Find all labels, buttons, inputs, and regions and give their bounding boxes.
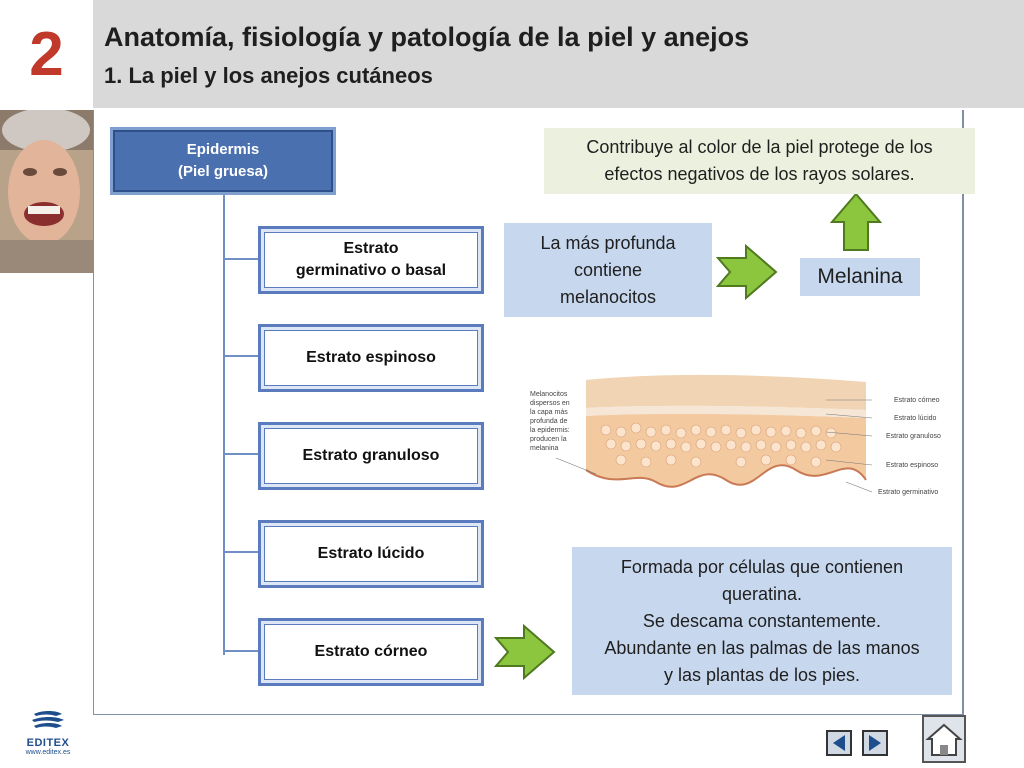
melanina-note-box: Contribuye al color de la piel protege d…	[544, 128, 975, 194]
corneo-note-text: queratina.	[721, 583, 803, 604]
stratum-label: Estrato granuloso	[302, 447, 440, 464]
corneo-note-box: Formada por células que contienen querat…	[572, 547, 952, 695]
page-title: Anatomía, fisiología y patología de la p…	[104, 22, 750, 52]
illustration-caption: dispersos en	[530, 400, 570, 407]
editex-logo: EDITEX www.editex.es	[18, 710, 78, 760]
tree-branch-line	[223, 258, 259, 260]
melanina-note-text: Contribuye al color de la piel protege d…	[586, 137, 933, 157]
basal-note-box: La más profunda contiene melanocitos	[504, 223, 712, 317]
illustration-caption: Melanocitos	[530, 391, 568, 398]
stratum-label: Estrato lúcido	[317, 545, 425, 562]
stratum-corneo-box: Estrato córneo	[258, 618, 484, 686]
corneo-note-text: y las plantas de los pies.	[663, 664, 861, 685]
home-button[interactable]	[922, 715, 966, 763]
melanina-label: Melanina	[800, 258, 920, 296]
stratum-germinativo-box: Estrato germinativo o basal	[258, 226, 484, 294]
tree-trunk-line	[223, 195, 225, 655]
illustration-caption: la capa más	[530, 409, 568, 416]
tree-branch-line	[223, 453, 259, 455]
previous-button[interactable]	[826, 730, 852, 756]
illustration-caption: producen la	[530, 436, 567, 443]
stratum-espinoso-box: Estrato espinoso	[258, 324, 484, 392]
epidermis-sublabel: (Piel gruesa)	[177, 163, 269, 180]
arrow-up-icon	[830, 192, 882, 251]
arrow-right-icon	[716, 244, 778, 300]
editex-logo-mark	[32, 711, 64, 728]
skin-layers-illustration: Melanocitos dispersos en la capa más pro…	[526, 370, 956, 510]
basal-note-text: La más profunda	[540, 232, 676, 253]
stratum-granuloso-box: Estrato granuloso	[258, 422, 484, 490]
illustration-label: Estrato espinoso	[886, 462, 938, 469]
stratum-label: Estrato córneo	[314, 643, 428, 660]
corneo-note-text: Abundante en las palmas de las manos	[604, 637, 920, 658]
triangle-left-icon	[833, 735, 845, 751]
epidermis-label: Epidermis	[186, 141, 260, 158]
content-frame	[93, 110, 964, 715]
arrow-right-icon	[494, 624, 556, 680]
tree-branch-line	[223, 551, 259, 553]
illustration-caption: profunda de	[530, 418, 567, 425]
triangle-right-icon	[869, 735, 881, 751]
tree-branch-line	[223, 650, 259, 652]
chapter-number: 2	[29, 19, 64, 89]
page-subtitle: 1. La piel y los anejos cutáneos	[104, 63, 433, 88]
header-bar	[93, 0, 1024, 108]
tree-branch-line	[223, 355, 259, 357]
logo-name: EDITEX	[26, 737, 70, 749]
illustration-label: Estrato germinativo	[878, 489, 938, 496]
stratum-lucido-box: Estrato lúcido	[258, 520, 484, 588]
melanina-note-text: efectos negativos de los rayos solares.	[604, 164, 915, 184]
house-icon	[925, 723, 963, 756]
corneo-note-text: Formada por células que contienen	[620, 556, 904, 577]
epidermis-box: Epidermis (Piel gruesa)	[110, 127, 336, 195]
illustration-label: Estrato granuloso	[886, 433, 941, 440]
woman-photo	[0, 110, 93, 273]
illustration-label: Estrato córneo	[894, 397, 940, 404]
next-button[interactable]	[862, 730, 888, 756]
stratum-label: germinativo o basal	[295, 262, 447, 279]
logo-url: www.editex.es	[25, 749, 71, 756]
illustration-caption: melanina	[530, 445, 559, 452]
illustration-label: Estrato lúcido	[894, 415, 937, 422]
basal-note-text: melanocitos	[559, 286, 657, 307]
basal-note-text: contiene	[573, 259, 643, 280]
stratum-label: Estrato espinoso	[306, 349, 436, 366]
corneo-note-text: Se descama constantemente.	[642, 610, 882, 631]
illustration-caption: la epidermis:	[530, 427, 570, 434]
stratum-label: Estrato	[343, 240, 399, 257]
